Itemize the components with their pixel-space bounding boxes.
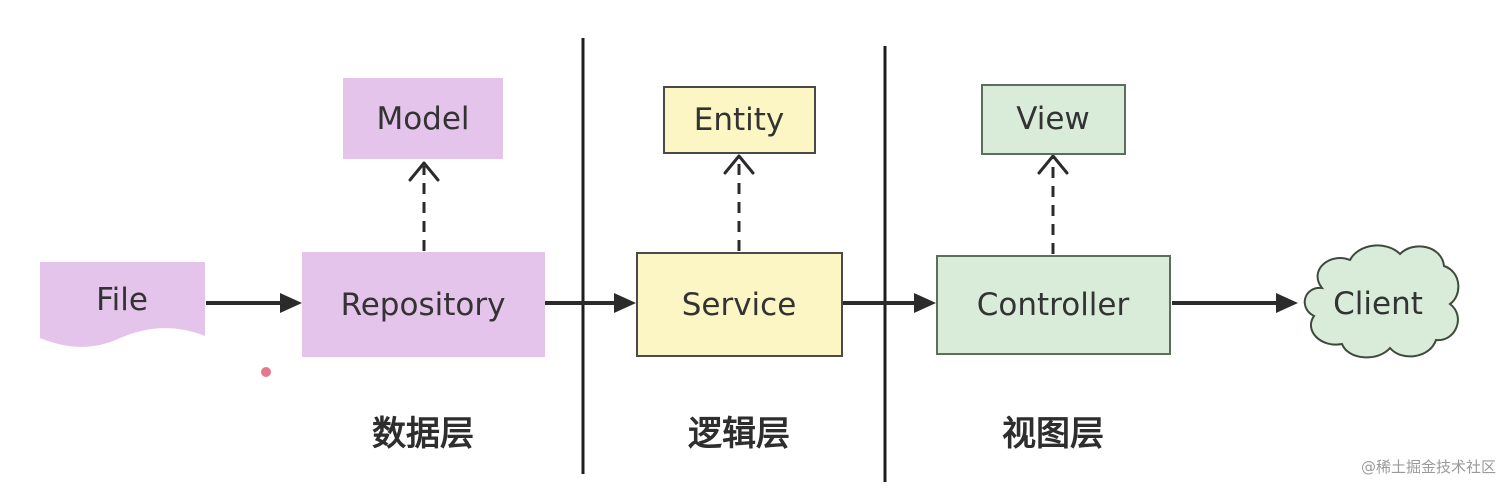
service-node: Service <box>636 252 843 357</box>
arrowhead-repository-to-service <box>614 293 636 313</box>
service-label: Service <box>682 287 797 323</box>
arrowhead-file-to-repository <box>280 293 302 313</box>
layer-label-data: 数据层 <box>372 414 474 454</box>
view-label: View <box>1016 101 1090 137</box>
repository-label: Repository <box>341 287 506 323</box>
open-arrowhead-model <box>408 161 440 182</box>
view-node: View <box>981 84 1126 155</box>
flow-arrows <box>206 293 1298 313</box>
entity-label: Entity <box>694 102 785 138</box>
controller-label: Controller <box>977 287 1130 323</box>
model-label: Model <box>376 101 469 137</box>
dependency-arrows <box>408 154 1069 254</box>
client-label: Client <box>1333 286 1423 322</box>
model-node: Model <box>343 78 503 159</box>
controller-node: Controller <box>936 255 1171 355</box>
client-node: Client <box>1303 244 1460 359</box>
repository-box <box>302 252 545 357</box>
watermark-text: @稀土掘金技术社区 <box>1361 458 1496 476</box>
entity-node: Entity <box>663 86 816 154</box>
layer-label-logic: 逻辑层 <box>688 414 790 454</box>
file-shape <box>40 262 205 347</box>
entity-box <box>663 86 816 154</box>
cursor-dot <box>261 367 271 377</box>
file-label: File <box>96 282 148 318</box>
open-arrowhead-view <box>1037 154 1069 175</box>
arrowhead-controller-to-client <box>1276 293 1298 313</box>
controller-box <box>936 255 1171 355</box>
arrowhead-service-to-controller <box>914 293 936 313</box>
repository-node: Repository <box>302 252 545 357</box>
layer-label-view: 视图层 <box>1002 414 1104 454</box>
service-box <box>636 252 843 357</box>
view-box <box>981 84 1126 155</box>
model-box <box>343 78 503 159</box>
open-arrowhead-entity <box>723 154 755 175</box>
client-cloud-shape <box>1303 244 1460 359</box>
file-node: File <box>40 262 205 347</box>
